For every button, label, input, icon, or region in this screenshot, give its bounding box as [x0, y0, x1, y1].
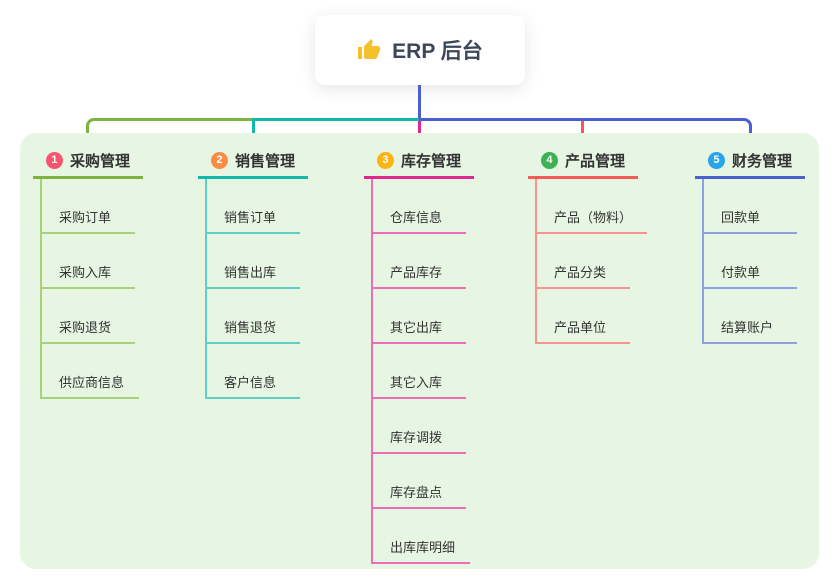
connector-root-drop	[418, 85, 421, 121]
branch-number-badge: 5	[707, 151, 725, 169]
child-node[interactable]: 销售订单	[207, 179, 300, 234]
child-node[interactable]: 销售出库	[207, 234, 300, 289]
thumbs-up-icon	[357, 38, 381, 62]
branches-panel	[20, 133, 819, 569]
child-node[interactable]: 其它出库	[373, 289, 466, 344]
child-node[interactable]: 产品库存	[373, 234, 466, 289]
branch-sales: 2 销售管理 销售订单销售出库销售退货客户信息	[198, 147, 308, 399]
child-node[interactable]: 产品单位	[537, 289, 630, 344]
child-node[interactable]: 采购入库	[42, 234, 135, 289]
child-node[interactable]: 库存调拨	[373, 399, 466, 454]
branch-children: 仓库信息产品库存其它出库其它入库库存调拨库存盘点出库库明细	[371, 179, 471, 564]
branch-number-badge: 3	[376, 151, 394, 169]
root-label: ERP 后台	[392, 40, 483, 63]
child-node[interactable]: 采购订单	[42, 179, 135, 234]
branch-label: 产品管理	[564, 152, 625, 170]
child-node[interactable]: 产品分类	[537, 234, 630, 289]
branch-header[interactable]: 4 产品管理	[528, 147, 638, 179]
branch-header[interactable]: 1 采购管理	[33, 147, 143, 179]
branch-inventory: 3 库存管理 仓库信息产品库存其它出库其它入库库存调拨库存盘点出库库明细	[364, 147, 474, 564]
branch-purchase: 1 采购管理 采购订单采购入库采购退货供应商信息	[33, 147, 143, 399]
branch-label: 库存管理	[400, 152, 461, 170]
branch-children: 销售订单销售出库销售退货客户信息	[205, 179, 300, 399]
branch-product: 4 产品管理 产品（物料）产品分类产品单位	[528, 147, 648, 344]
branch-children: 产品（物料）产品分类产品单位	[535, 179, 648, 344]
branch-number-badge: 2	[210, 151, 228, 169]
child-node[interactable]: 回款单	[704, 179, 797, 234]
branch-header[interactable]: 3 库存管理	[364, 147, 474, 179]
child-node[interactable]: 库存盘点	[373, 454, 466, 509]
child-node[interactable]: 结算账户	[704, 289, 797, 344]
child-node[interactable]: 采购退货	[42, 289, 135, 344]
child-node[interactable]: 付款单	[704, 234, 797, 289]
connector-branch2-segment	[252, 118, 419, 121]
branch-number-badge: 1	[45, 151, 63, 169]
connector-branch2-drop	[252, 118, 255, 147]
child-node[interactable]: 仓库信息	[373, 179, 466, 234]
connector-branch1-corner	[86, 118, 252, 147]
branch-label: 采购管理	[69, 152, 130, 170]
branch-finance: 5 财务管理 回款单付款单结算账户	[695, 147, 805, 344]
branch-header[interactable]: 5 财务管理	[695, 147, 805, 179]
child-node[interactable]: 供应商信息	[42, 344, 140, 399]
child-node[interactable]: 其它入库	[373, 344, 466, 399]
root-node[interactable]: ERP 后台	[315, 15, 525, 85]
child-node[interactable]: 出库库明细	[373, 509, 471, 564]
branch-children: 回款单付款单结算账户	[702, 179, 797, 344]
branch-number-badge: 4	[540, 151, 558, 169]
branch-children: 采购订单采购入库采购退货供应商信息	[40, 179, 140, 399]
child-node[interactable]: 销售退货	[207, 289, 300, 344]
child-node[interactable]: 客户信息	[207, 344, 300, 399]
child-node[interactable]: 产品（物料）	[537, 179, 648, 234]
connector-branch5-corner	[419, 118, 752, 147]
branch-label: 财务管理	[731, 152, 792, 170]
branch-label: 销售管理	[234, 152, 295, 170]
branch-header[interactable]: 2 销售管理	[198, 147, 308, 179]
